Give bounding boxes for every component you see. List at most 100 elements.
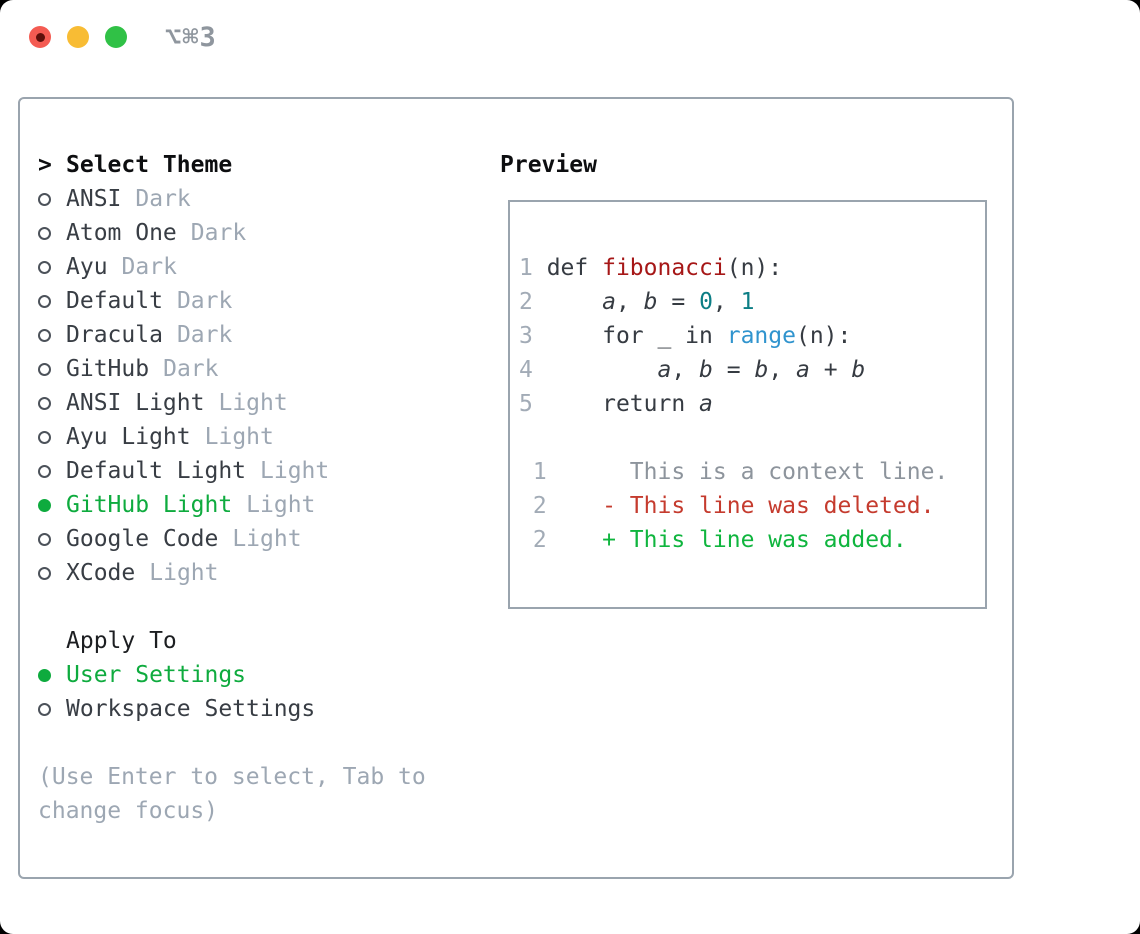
- code-token: +: [809, 357, 852, 383]
- radio-icon: [38, 192, 66, 206]
- radio-icon: [38, 226, 66, 240]
- code-token: range: [726, 323, 796, 349]
- theme-variant-tag: Dark: [176, 322, 233, 348]
- code-token: ,: [712, 289, 741, 315]
- line-number: 3: [519, 323, 547, 349]
- theme-item-google-code-light[interactable]: Google Code Light: [38, 522, 483, 556]
- theme-item-github-light[interactable]: GitHub Light Light: [38, 488, 483, 522]
- radio-icon: [38, 532, 66, 546]
- unsaved-dot-icon: [35, 32, 45, 42]
- line-number: 2: [519, 527, 547, 553]
- theme-item-github-dark[interactable]: GitHub Dark: [38, 352, 483, 386]
- theme-list-title: Select Theme: [66, 152, 233, 178]
- code-line: 2 a, b = 0, 1: [519, 285, 985, 319]
- code-token: a: [699, 391, 713, 417]
- theme-item-xcode-light[interactable]: XCode Light: [38, 556, 483, 590]
- radio-selected-icon: [38, 668, 66, 682]
- theme-variant-tag: Dark: [163, 356, 219, 382]
- code-token: def: [546, 255, 603, 281]
- line-number: 4: [519, 357, 547, 383]
- code-token: [547, 357, 658, 383]
- code-token: [547, 289, 602, 315]
- cursor-icon: >: [38, 152, 52, 178]
- code-token: =: [712, 357, 755, 383]
- line-number: 5: [519, 391, 547, 417]
- apply-to-title: Apply To: [66, 628, 177, 654]
- radio-selected-icon: [38, 498, 66, 512]
- theme-item-ansi-dark[interactable]: ANSI Dark: [38, 182, 483, 216]
- blank-line: [519, 421, 985, 455]
- code-token: (n):: [795, 323, 852, 349]
- code-token: + This line was added.: [546, 527, 907, 553]
- code-token: b: [643, 289, 658, 315]
- code-token: =: [657, 289, 700, 315]
- theme-item-ayu-light[interactable]: Ayu Light Light: [38, 420, 483, 454]
- theme-item-ansi-light[interactable]: ANSI Light Light: [38, 386, 483, 420]
- code-token: (n):: [726, 255, 783, 281]
- code-token: ,: [671, 357, 700, 383]
- line-number: 1: [519, 255, 547, 281]
- code-token: return: [546, 391, 700, 417]
- theme-variant-tag: Dark: [135, 186, 191, 212]
- code-token: b: [699, 357, 713, 383]
- radio-icon: [38, 328, 66, 342]
- window-title: ⌥⌘3: [165, 22, 217, 53]
- code-token: 1: [740, 289, 755, 315]
- preview-title: Preview: [500, 152, 597, 178]
- code-token: b: [754, 357, 769, 383]
- theme-list-header: > Select Theme: [38, 148, 483, 182]
- code-token: This is a context line.: [546, 459, 949, 485]
- code-token: a: [796, 357, 810, 383]
- code-token: a: [602, 289, 616, 315]
- code-token: ,: [768, 357, 797, 383]
- theme-list: > Select Theme ANSI Dark Atom One Dark A…: [38, 148, 483, 828]
- code-token: for _ in: [546, 323, 727, 349]
- code-token: fibonacci: [602, 255, 727, 281]
- theme-variant-tag: Light: [232, 526, 302, 552]
- theme-picker-panel: > Select Theme ANSI Dark Atom One Dark A…: [18, 97, 1014, 879]
- theme-variant-tag: Light: [149, 560, 219, 586]
- diff-deleted-line: 2 - This line was deleted.: [519, 489, 985, 523]
- radio-icon: [38, 430, 66, 444]
- theme-variant-tag: Dark: [121, 254, 177, 280]
- code-token: a: [657, 357, 672, 383]
- radio-icon: [38, 464, 66, 478]
- radio-icon: [38, 362, 66, 376]
- code-line: 4 a, b = b, a + b: [519, 353, 985, 387]
- maximize-button[interactable]: [105, 26, 127, 48]
- radio-icon: [38, 294, 66, 308]
- radio-icon: [38, 396, 66, 410]
- code-token: b: [851, 357, 866, 383]
- line-number: 1: [519, 459, 547, 485]
- theme-variant-tag: Dark: [190, 220, 247, 246]
- theme-item-dracula-dark[interactable]: Dracula Dark: [38, 318, 483, 352]
- code-line: 1 def fibonacci(n):: [519, 251, 985, 285]
- apply-to-user-settings[interactable]: User Settings: [38, 658, 483, 692]
- theme-variant-tag: Dark: [176, 288, 233, 314]
- theme-variant-tag: Light: [260, 458, 330, 484]
- code-line: 5 return a: [519, 387, 985, 421]
- preview-box: 1 def fibonacci(n): 2 a, b = 0, 1 3 for …: [508, 200, 987, 609]
- theme-item-ayu-dark[interactable]: Ayu Dark: [38, 250, 483, 284]
- close-button[interactable]: [29, 26, 51, 48]
- code-token: ,: [615, 289, 644, 315]
- theme-item-atom-one-dark[interactable]: Atom One Dark: [38, 216, 483, 250]
- code-token: 0: [699, 289, 713, 315]
- diff-context-line: 1 This is a context line.: [519, 455, 985, 489]
- line-number: 2: [519, 289, 547, 315]
- theme-variant-tag: Light: [246, 492, 316, 518]
- theme-item-default-light[interactable]: Default Light Light: [38, 454, 483, 488]
- theme-variant-tag: Light: [204, 424, 274, 450]
- minimize-button[interactable]: [67, 26, 89, 48]
- theme-variant-tag: Light: [218, 390, 288, 416]
- titlebar: ⌥⌘3: [0, 0, 1140, 74]
- apply-to-workspace-settings[interactable]: Workspace Settings: [38, 692, 483, 726]
- help-text: (Use Enter to select, Tab to change focu…: [38, 764, 426, 824]
- code-token: - This line was deleted.: [546, 493, 935, 519]
- line-number: 2: [519, 493, 547, 519]
- code-line: 3 for _ in range(n):: [519, 319, 985, 353]
- diff-added-line: 2 + This line was added.: [519, 523, 985, 557]
- radio-icon: [38, 702, 66, 716]
- theme-item-default-dark[interactable]: Default Dark: [38, 284, 483, 318]
